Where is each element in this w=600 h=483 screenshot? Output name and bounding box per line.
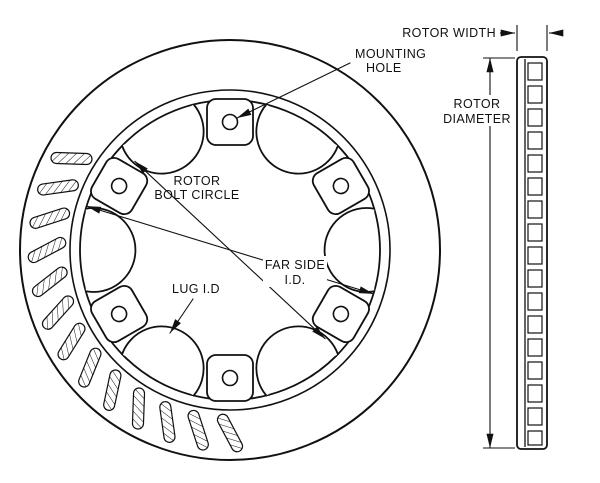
cooling-slot [29, 207, 71, 229]
vane-section [527, 430, 543, 446]
rotor-diameter-label-mask [441, 95, 514, 126]
vane-section [527, 292, 543, 311]
vane-section [527, 407, 543, 426]
mounting-boss [311, 156, 370, 216]
vane-section [527, 154, 543, 173]
rotor-width-dimension [500, 25, 564, 51]
vane-section [527, 131, 543, 150]
mounting-boss [206, 98, 254, 146]
label-rotor-bolt-circle-line1: ROTOR [174, 174, 221, 188]
vane-section [527, 246, 543, 265]
mounting-bosses [90, 98, 370, 402]
vane-sections [527, 62, 543, 446]
mounting-hole-leader-line [236, 62, 351, 119]
far-side-label-mask [263, 256, 327, 287]
vane-section [527, 361, 543, 380]
label-mounting-hole-line2: HOLE [366, 61, 402, 75]
mounting-hole [332, 177, 350, 195]
cooling-slot [187, 409, 209, 451]
mounting-hole [110, 177, 128, 195]
cooling-slot [131, 387, 146, 430]
cooling-slot [103, 369, 122, 411]
vane-section [527, 108, 543, 127]
mounting-hole [332, 305, 350, 323]
mounting-hole [221, 369, 239, 387]
vane-section [527, 177, 543, 196]
front-view-labels: MOUNTING HOLE ROTOR BOLT CIRCLE LUG I.D … [154, 47, 426, 296]
label-far-side-id-line1: FAR SIDE [265, 258, 325, 272]
cooling-slot [216, 413, 244, 453]
label-rotor-bolt-circle-line2: BOLT CIRCLE [154, 188, 239, 202]
front-view: MOUNTING HOLE ROTOR BOLT CIRCLE LUG I.D … [19, 39, 441, 461]
vane-section [527, 85, 543, 104]
label-rotor-diameter-line1: ROTOR [454, 97, 501, 111]
vane-section [527, 62, 543, 81]
cooling-slot [50, 151, 93, 166]
cooling-slot [41, 295, 75, 330]
vane-section [527, 315, 543, 334]
cooling-slots [27, 151, 244, 453]
vane-section [527, 200, 543, 219]
mounting-hole [110, 305, 128, 323]
label-rotor-width: ROTOR WIDTH [402, 26, 496, 40]
cooling-slot [57, 322, 86, 361]
rotor-inner-edge [69, 89, 391, 411]
cooling-slot [37, 179, 79, 196]
mounting-boss [90, 284, 149, 344]
label-rotor-diameter-line2: DIAMETER [443, 112, 511, 126]
mounting-hole [221, 113, 239, 131]
cooling-slot [31, 266, 68, 298]
mounting-boss [206, 354, 254, 402]
mounting-boss [90, 156, 149, 216]
vane-section [527, 338, 543, 357]
lug-id-leader-line [169, 298, 194, 334]
side-view: ROTOR DIAMETER ROTOR WIDTH [402, 25, 564, 450]
label-mounting-hole-line1: MOUNTING [355, 47, 426, 61]
cooling-slot [159, 401, 176, 443]
label-far-side-id-line2: I.D. [284, 273, 305, 287]
vane-section [527, 223, 543, 242]
vane-section [527, 269, 543, 288]
label-lug-id: LUG I.D [172, 282, 220, 296]
vane-section [527, 384, 543, 403]
cooling-slot [78, 347, 102, 388]
cooling-slot [27, 236, 67, 264]
